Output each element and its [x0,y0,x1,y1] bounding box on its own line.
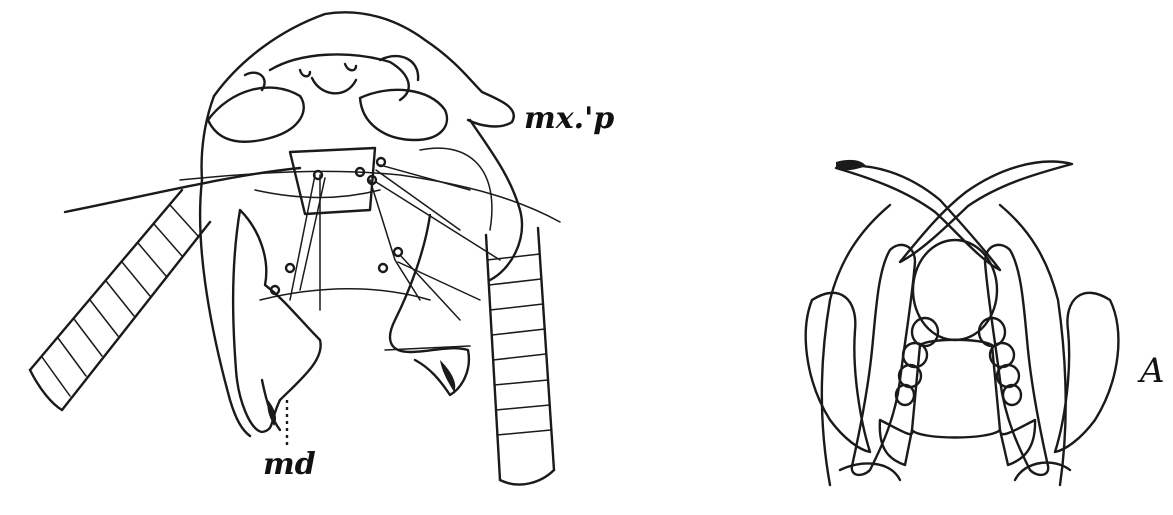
label-mandible: md [263,450,316,480]
right-mandible-a [900,162,1072,262]
label-figure-a: A [1140,354,1165,388]
insect-head-drawing-a [806,160,1119,485]
head-outline-a [822,205,1066,485]
left-mandible [233,210,321,432]
right-antenna [486,228,554,485]
right-palp [979,318,1021,405]
labium-a [912,340,1000,438]
left-plate [208,88,304,142]
right-mandible [390,215,469,395]
left-mandible-a [836,166,1000,270]
label-maxilliped: mx.'p [524,104,614,134]
labrum-a [913,240,997,340]
head-capsule [214,12,514,126]
left-antenna [30,190,210,410]
larva-head-drawing [30,12,560,484]
left-maxilla-a [852,245,915,475]
